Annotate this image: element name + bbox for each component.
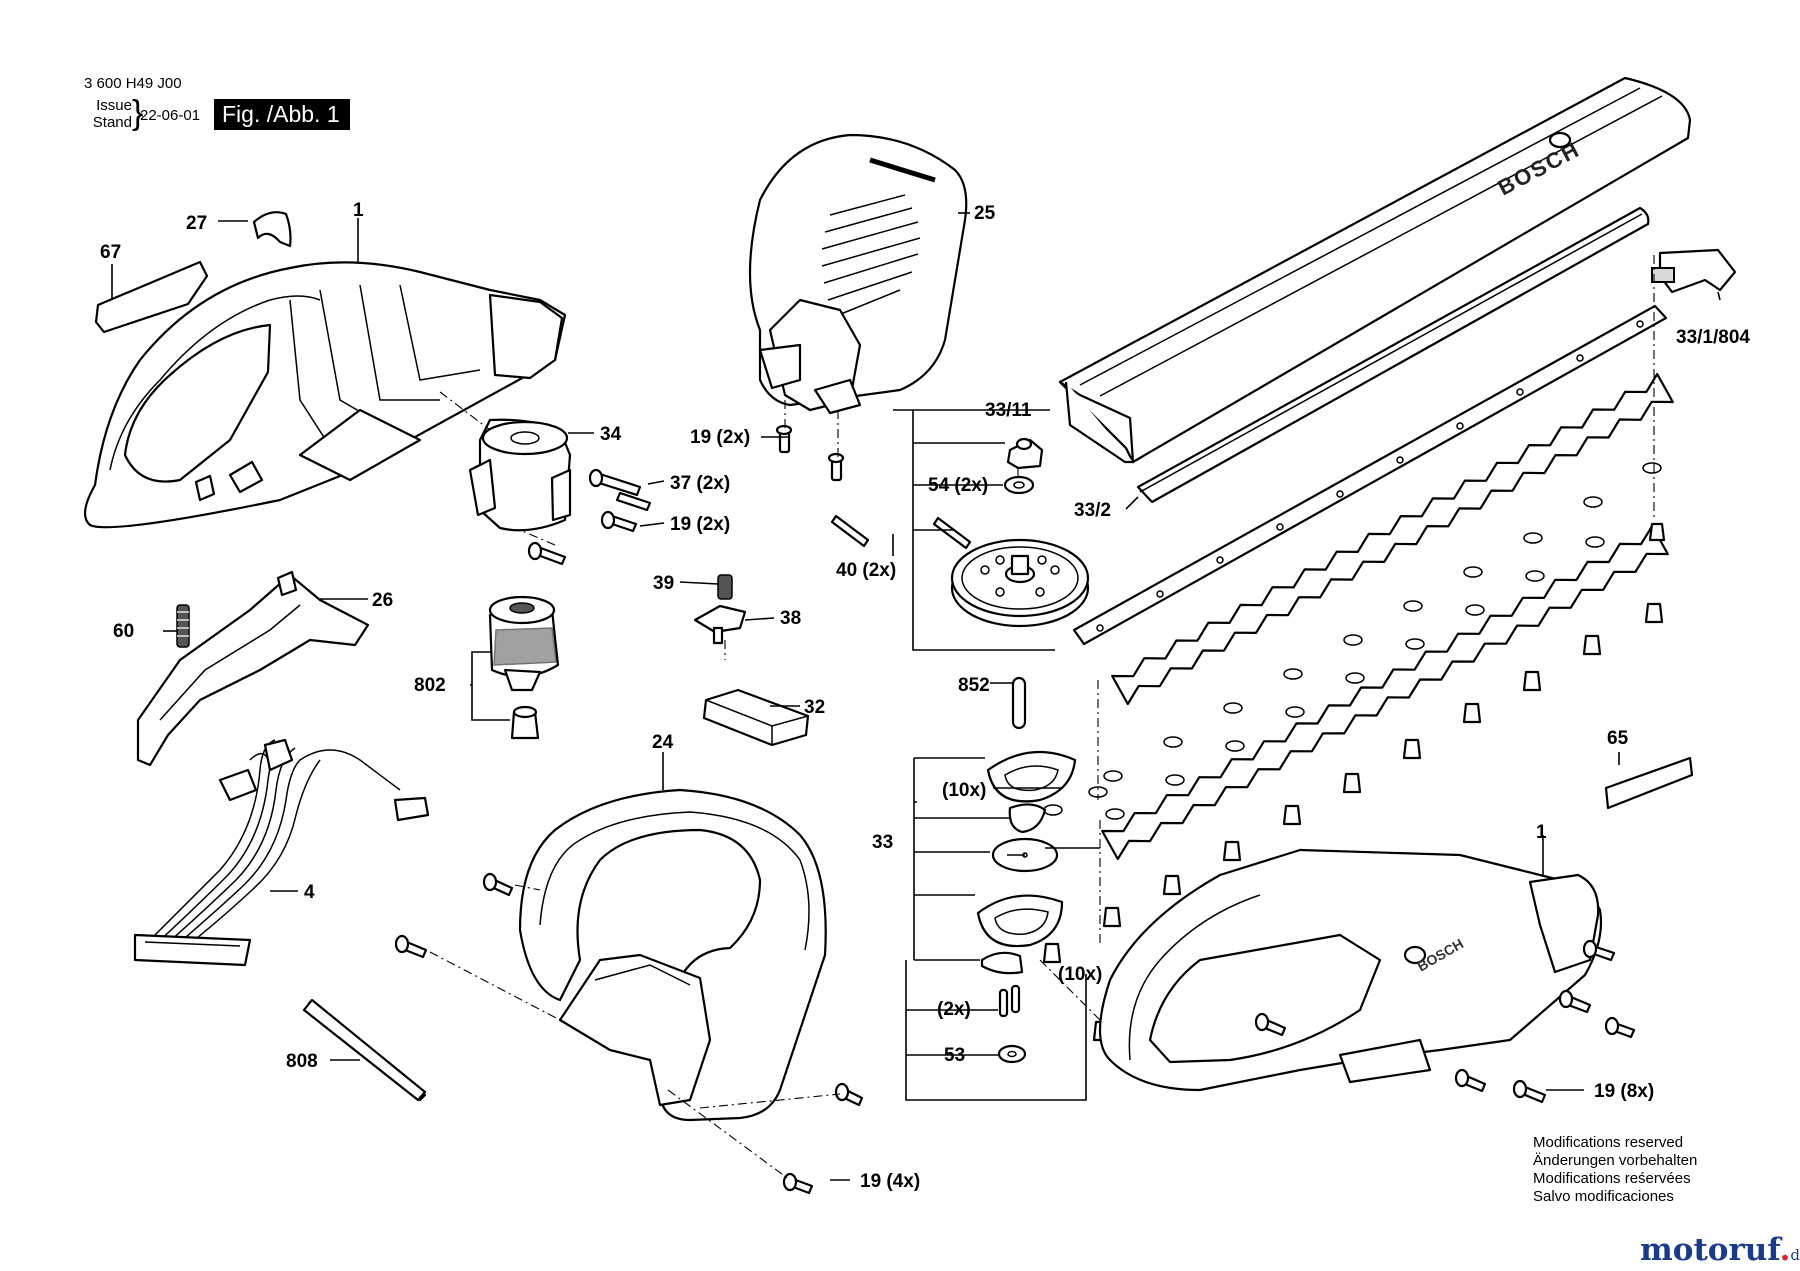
callout-40: 40 (2x) [836,560,896,581]
document-number: 3 600 H49 J00 [84,75,182,92]
callout-19-2x-left: 19 (2x) [690,427,750,448]
label-67 [94,260,209,334]
callout-33-1-804: 33/1/804 [1676,327,1750,348]
issue-date: 22-06-01 [140,107,201,124]
switch-38 [693,604,747,645]
callout-19-2x-mid: 19 (2x) [670,514,730,535]
figure-badge: Fig. /Abb. 1 [214,99,350,130]
callout-19-4x: 19 (4x) [860,1171,920,1192]
blade-end-cap [1651,248,1737,294]
issue-stand-label: Issue Stand [84,97,132,131]
leader-lines [111,212,1721,1181]
note-de: Änderungen vorbehalten [1533,1152,1698,1169]
callout-33-2: 33/2 [1074,500,1111,521]
callout-27: 27 [186,213,207,234]
callout-10x-left: (10x) [942,780,986,801]
callout-802: 802 [414,675,446,696]
callout-38: 38 [780,608,801,629]
watermark-tld: de [1790,1246,1800,1264]
callout-808: 808 [286,1051,318,1072]
callout-65: 65 [1607,728,1629,749]
housing-half-left [83,261,567,529]
callout-26: 26 [372,590,393,611]
modifications-notes: Modifications reserved Änderungen vorbeh… [1533,1134,1697,1206]
callout-852: 852 [958,675,990,696]
callout-37: 37 (2x) [670,473,730,494]
note-es: Salvo modificaciones [1533,1188,1674,1205]
assembly-lines [429,255,1655,1181]
eccentric-bracket [1006,437,1044,470]
callout-25: 25 [974,203,996,224]
callout-34: 34 [600,424,622,445]
watermark-logo: motoruf.de [1640,1232,1800,1268]
blade-guard [1058,76,1692,464]
spring-60 [176,604,190,648]
callout-53: 53 [944,1045,965,1066]
spring-39 [717,574,733,600]
screws-37 [588,468,652,512]
note-fr: Modifications reśervées [1533,1170,1691,1187]
callout-67: 67 [100,242,121,263]
washer-54 [1003,475,1035,495]
blade-washers [1043,462,1662,820]
callout-10x-bottom: (10x) [1058,964,1102,985]
label-65 [1604,756,1694,810]
callout-19-8x: 19 (8x) [1594,1081,1654,1102]
screws-19-guard [775,424,845,482]
upper-cutting-blade [986,372,1674,803]
cable-clip-27 [252,211,292,248]
blade-support-bar [1072,304,1668,646]
blade-rail [1136,206,1650,504]
foam-32 [702,688,810,747]
label-808 [302,998,427,1102]
housing-half-right [1098,848,1603,1092]
rear-handle-bow [518,788,827,1122]
screws-19-right [1254,939,1636,1104]
callout-54: 54 (2x) [928,475,988,496]
blade-screws [1042,522,1666,1042]
callout-1-right: 1 [1536,822,1547,843]
motor-bracket [468,418,572,532]
watermark-main: motoruf [1640,1232,1780,1268]
callout-33-11: 33/11 [985,400,1032,421]
screws-19-mid [527,510,638,566]
hand-guard [748,133,968,415]
motor [488,595,560,740]
callout-24: 24 [652,732,674,753]
callout-32: 32 [804,697,825,718]
auxiliary-handle [136,570,370,767]
callout-33: 33 [872,832,893,853]
brace-glyph: } [132,94,144,132]
gear-pins [830,514,972,550]
callout-1-top: 1 [353,200,364,221]
stand-label: Stand [92,114,132,131]
callout-4: 4 [304,882,315,903]
callout-2x: (2x) [937,999,971,1020]
lower-cutting-blade [976,524,1669,948]
issue-label: Issue [96,97,132,114]
callout-60: 60 [113,621,134,642]
eccentric-parts [980,803,1059,1064]
pin-852 [1011,676,1027,730]
drive-gear [950,538,1090,628]
screws-19-handle [394,872,864,1195]
note-en: Modifications reserved [1533,1134,1684,1151]
wiring-harness [133,738,430,967]
callout-39: 39 [653,573,674,594]
watermark-dot: . [1779,1232,1791,1268]
